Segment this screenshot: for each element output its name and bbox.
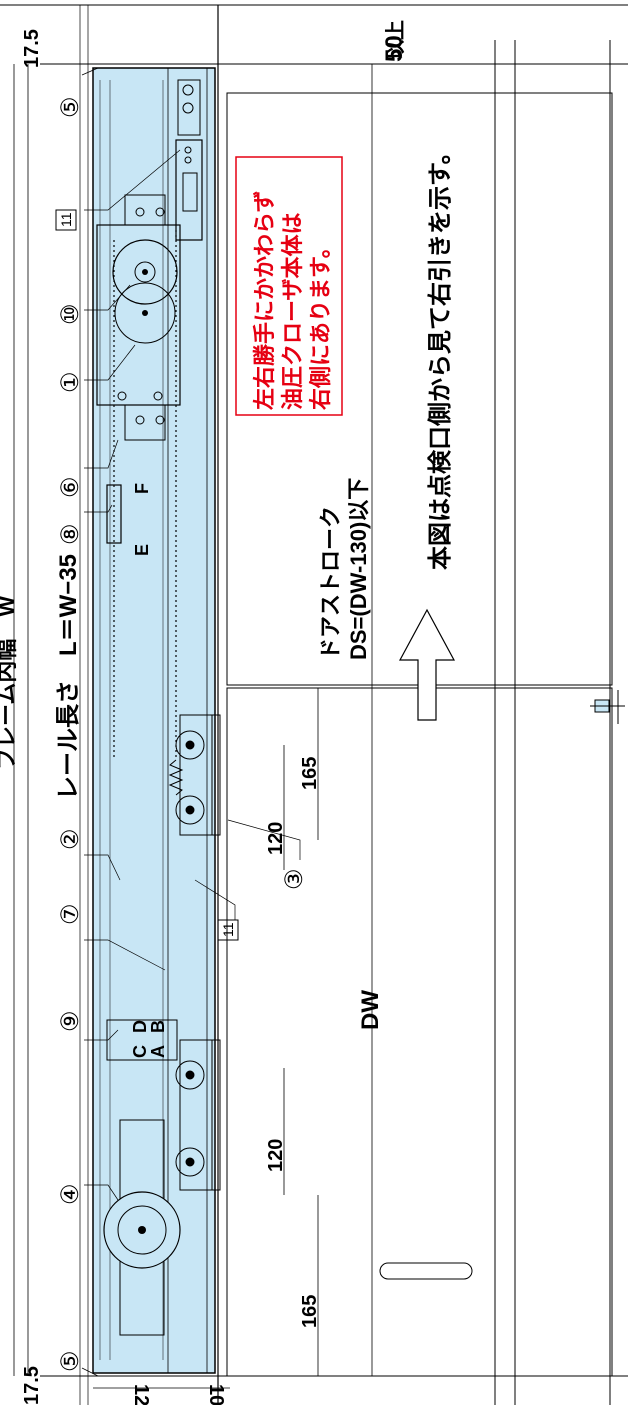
part-7: ⑦ (57, 903, 84, 925)
stopper-icons (177, 79, 201, 164)
letter-E: E (132, 544, 152, 556)
tension-wheel-inner (117, 1205, 167, 1255)
part-11-top: 11 (58, 212, 74, 227)
latch-block (106, 484, 122, 544)
part-1: ① (57, 371, 84, 393)
letter-F: F (132, 483, 152, 494)
dim-clearance: 50 (381, 35, 408, 62)
door-handle-slot (379, 1262, 473, 1280)
part-4: ④ (57, 1183, 84, 1205)
part-11-bottom-box (217, 919, 239, 941)
hanger-rollers-lower (175, 1039, 221, 1191)
latch-icon (590, 690, 625, 724)
dim-upper-120: 120 (265, 822, 287, 855)
rail-housing (92, 67, 216, 1374)
sprocket-wheel (112, 239, 178, 305)
dim-frame-width: フレーム内幅 W (0, 596, 19, 770)
note-line-3: 右側にあります。 (308, 236, 333, 410)
hanger-rollers-upper (175, 714, 221, 836)
dim-upper-165: 165 (299, 757, 321, 790)
dim-door-width: DW (357, 990, 384, 1030)
stroke-label-1: ドアストローク (318, 506, 343, 660)
part-2: ② (57, 828, 84, 850)
dim-lower-120: 120 (265, 1139, 287, 1172)
closer-plate (124, 194, 166, 226)
part-3: ③ (281, 868, 308, 890)
dim-top-margin: 17.5 (21, 29, 43, 68)
dim-rail-length: レール長さ L＝W−35 (55, 554, 82, 800)
part-11-top-box (55, 209, 77, 231)
door-panel-lower (226, 687, 613, 1377)
dim-clearance-suffix: 以上 (384, 20, 407, 60)
dim-bottom-margin: 17.5 (21, 1366, 43, 1405)
dim-height-10: 10 (205, 1384, 227, 1405)
part-11-bottom: 11 (220, 922, 236, 937)
part-5-top: ⑤ (57, 96, 84, 118)
leader-lines (81, 67, 301, 1377)
note-line-2: 油圧クローザ本体は (280, 212, 305, 410)
bolt-icons (117, 207, 165, 425)
part-5-bottom: ⑤ (57, 1350, 84, 1372)
direction-arrow (398, 608, 456, 721)
note-line-1: 左右勝手にかかわらず (252, 190, 277, 410)
dim-height-126: 126 (130, 1384, 152, 1405)
note-box (235, 156, 343, 416)
closer-plate-2 (124, 404, 166, 441)
dim-lower-165: 165 (299, 1295, 321, 1328)
letter-C: C (130, 1045, 150, 1058)
view-note: 本図は点検口側から見て右引きを示す。 (427, 140, 454, 570)
pulley-axle (142, 310, 148, 316)
letter-D: D (130, 1020, 150, 1033)
sprocket-hub (134, 261, 156, 283)
part-8: ⑧ (57, 523, 84, 545)
part-10: ⑩ (57, 303, 84, 325)
sprocket-axle (142, 269, 148, 275)
part-6: ⑥ (57, 476, 84, 498)
closer-unit-inner (182, 172, 198, 212)
stroke-label-2: DS=(DW-130)以下 (346, 478, 371, 660)
letter-A: A (148, 1045, 168, 1058)
part-9: ⑨ (57, 1010, 84, 1032)
closer-unit (175, 139, 203, 241)
tension-wheel-axle (138, 1226, 146, 1234)
pulley-wheel (114, 282, 176, 344)
letter-B: B (148, 1020, 168, 1033)
